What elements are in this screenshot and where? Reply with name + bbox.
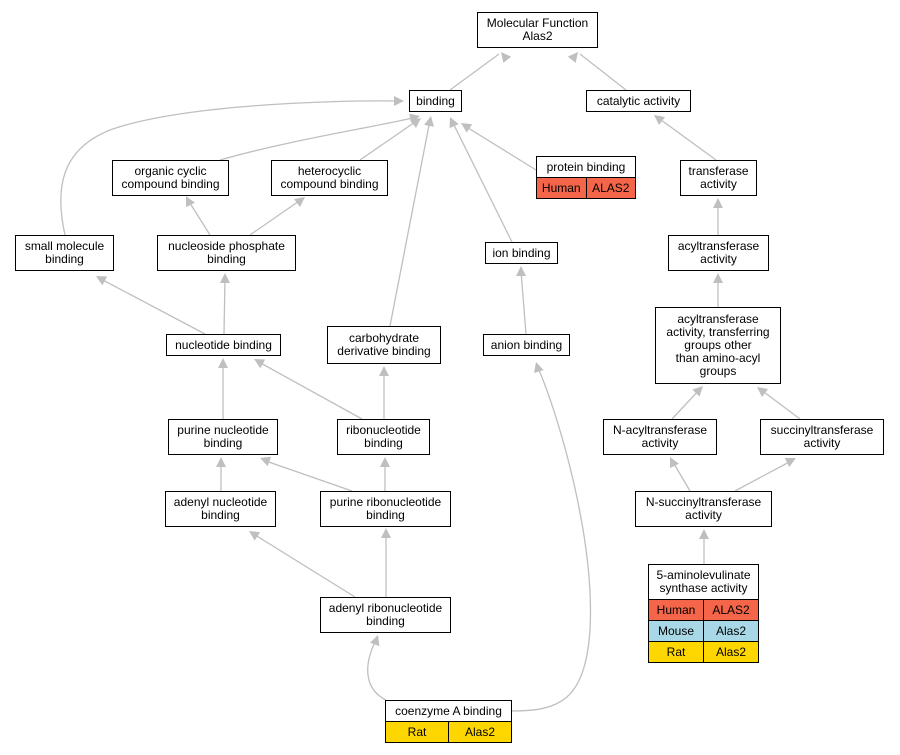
arrowhead-purribo-to-ribonuc — [380, 457, 390, 467]
species-cell: Human — [656, 603, 696, 617]
node-transferase-activity[interactable]: transferase activity — [680, 160, 757, 196]
coenzyme-a-annotations: Rat Alas2 — [385, 721, 512, 743]
node-adenyl-nucleotide-binding[interactable]: adenyl nucleotide binding — [165, 491, 276, 527]
node-organic-cyclic-compound-binding[interactable]: organic cyclic compound binding — [112, 160, 229, 196]
node-protein-binding[interactable]: protein binding — [536, 156, 636, 178]
node-purine-nucleotide-binding[interactable]: purine nucleotide binding — [168, 419, 278, 455]
edge-anion-to-ion — [520, 270, 527, 335]
node-ribonucleotide-binding[interactable]: ribonucleotide binding — [337, 419, 430, 455]
arrowhead-purnuc-to-nucleotide — [218, 358, 228, 368]
node-ion-binding[interactable]: ion binding — [485, 242, 558, 264]
arrowhead-purribo-to-purnuc — [260, 456, 272, 467]
node-nucleotide-binding[interactable]: nucleotide binding — [166, 334, 281, 356]
gene-cell: ALAS2 — [703, 600, 758, 620]
node-heterocyclic-compound-binding[interactable]: heterocyclic compound binding — [271, 160, 388, 196]
node-acyltransferase-activity[interactable]: acyltransferase activity — [668, 235, 769, 271]
edge-heterocyclic-to-binding — [359, 119, 419, 161]
node-small-molecule-binding[interactable]: small molecule binding — [15, 235, 114, 271]
arrowhead-adenribo-to-adenuc — [249, 531, 261, 541]
edge-nsucc-to-succinyl — [734, 459, 794, 492]
annotation-row: Rat Alas2 — [386, 722, 511, 743]
arrowhead-binding-to-mf — [501, 52, 512, 63]
gene-cell: Alas2 — [703, 642, 758, 662]
arrowhead-protein-to-binding — [461, 123, 473, 133]
species-cell: Mouse — [657, 624, 695, 638]
edge-nucphos-to-hetero — [249, 198, 303, 236]
arrowhead-nucleotide-to-small — [96, 276, 108, 286]
edge-binding-to-mf — [449, 53, 500, 91]
annotation-row: Mouse Alas2 — [649, 621, 758, 642]
edge-nsucc-to-nacyl — [672, 461, 691, 492]
edge-transferase-to-catalytic — [656, 116, 717, 161]
edge-succinyl-to-acylother — [759, 388, 801, 420]
edge-nucleotide-to-nucphos — [223, 277, 226, 335]
arrowhead-nsucc-to-nacyl — [670, 457, 679, 469]
arrowhead-small-to-binding — [394, 96, 404, 106]
node-purine-ribonucleotide-binding[interactable]: purine ribonucleotide binding — [320, 491, 451, 527]
arrowhead-acyl-to-transferase — [713, 198, 723, 208]
arrowhead-nsucc-to-succinyl — [784, 458, 796, 467]
edge-nucleotide-to-small — [98, 277, 206, 335]
arrowhead-succinyl-to-acylother — [757, 387, 768, 397]
node-acyltransferase-transferring-other[interactable]: acyltransferase activity, transferring g… — [655, 307, 781, 384]
annotation-row: Human ALAS2 — [649, 600, 758, 621]
arrowhead-adenribo-to-purribo — [381, 528, 391, 538]
node-catalytic-activity[interactable]: catalytic activity — [586, 90, 691, 112]
gene-cell: Alas2 — [448, 722, 511, 742]
node-anion-binding[interactable]: anion binding — [483, 334, 570, 356]
arrowhead-adenuc-to-purnuc — [216, 457, 226, 467]
arrowhead-nucphos-to-organic — [186, 196, 195, 208]
arrowhead-ribonuc-to-carbo — [379, 366, 389, 376]
arrowhead-coa-to-adenribo — [369, 635, 380, 647]
arrowhead-acylother-to-acyl — [713, 273, 723, 283]
arrowhead-ribonuc-to-nucleotide — [254, 359, 266, 369]
gene-cell: ALAS2 — [585, 178, 636, 198]
node-5-aminolevulinate-synthase-activity[interactable]: 5-aminolevulinate synthase activity — [648, 564, 759, 600]
edge-coa-to-adenribo — [367, 639, 387, 701]
arrowhead-ion-to-binding — [449, 117, 459, 129]
arrowhead-nacyl-to-acylother — [692, 386, 703, 397]
gene-cell: Alas2 — [703, 621, 758, 641]
node-binding[interactable]: binding — [409, 90, 462, 112]
edge-coa-to-anion — [511, 369, 592, 712]
edge-ion-to-binding — [451, 120, 513, 243]
arrowhead-nucleotide-to-nucphos — [220, 273, 230, 283]
edge-nucphos-to-organic — [187, 199, 211, 236]
protein-binding-annotations: Human ALAS2 — [536, 177, 636, 199]
edge-purribo-to-purnuc — [262, 459, 353, 492]
edge-organic-to-binding — [219, 116, 418, 161]
annotation-row: Rat Alas2 — [649, 642, 758, 663]
arrowhead-amino-to-nsucc — [699, 529, 709, 539]
node-n-acyltransferase-activity[interactable]: N-acyltransferase activity — [603, 419, 717, 455]
species-cell: Human — [541, 181, 581, 195]
arrowhead-anion-to-ion — [516, 266, 526, 276]
node-succinyltransferase-activity[interactable]: succinyltransferase activity — [760, 419, 884, 455]
node-coenzyme-a-binding[interactable]: coenzyme A binding — [385, 700, 512, 722]
annotation-row: Human ALAS2 — [537, 178, 635, 199]
node-nucleoside-phosphate-binding[interactable]: nucleoside phosphate binding — [157, 235, 296, 271]
edge-carbo-to-binding — [389, 119, 431, 327]
edge-ribonuc-to-nucleotide — [256, 360, 363, 420]
node-n-succinyltransferase-activity[interactable]: N-succinyltransferase activity — [635, 491, 772, 527]
species-cell: Rat — [407, 725, 427, 739]
node-molecular-function[interactable]: Molecular Function Alas2 — [477, 12, 598, 48]
arrowhead-nucphos-to-hetero — [294, 197, 305, 207]
species-cell: Rat — [666, 645, 686, 659]
arrowhead-catalytic-to-mf — [567, 52, 578, 63]
node-adenyl-ribonucleotide-binding[interactable]: adenyl ribonucleotide binding — [320, 597, 451, 633]
arrowhead-heterocyclic-to-binding — [410, 118, 421, 128]
edge-protein-to-binding — [464, 125, 537, 171]
edge-nacyl-to-acylother — [671, 388, 701, 420]
arrowhead-transferase-to-catalytic — [654, 115, 665, 125]
arrowhead-carbo-to-binding — [424, 116, 434, 127]
arrowhead-coa-to-anion — [534, 362, 544, 374]
edge-catalytic-to-mf — [579, 53, 627, 91]
node-carbohydrate-derivative-binding[interactable]: carbohydrate derivative binding — [327, 326, 441, 364]
edge-small-to-binding — [60, 100, 399, 236]
edge-adenribo-to-adenuc — [251, 532, 356, 598]
